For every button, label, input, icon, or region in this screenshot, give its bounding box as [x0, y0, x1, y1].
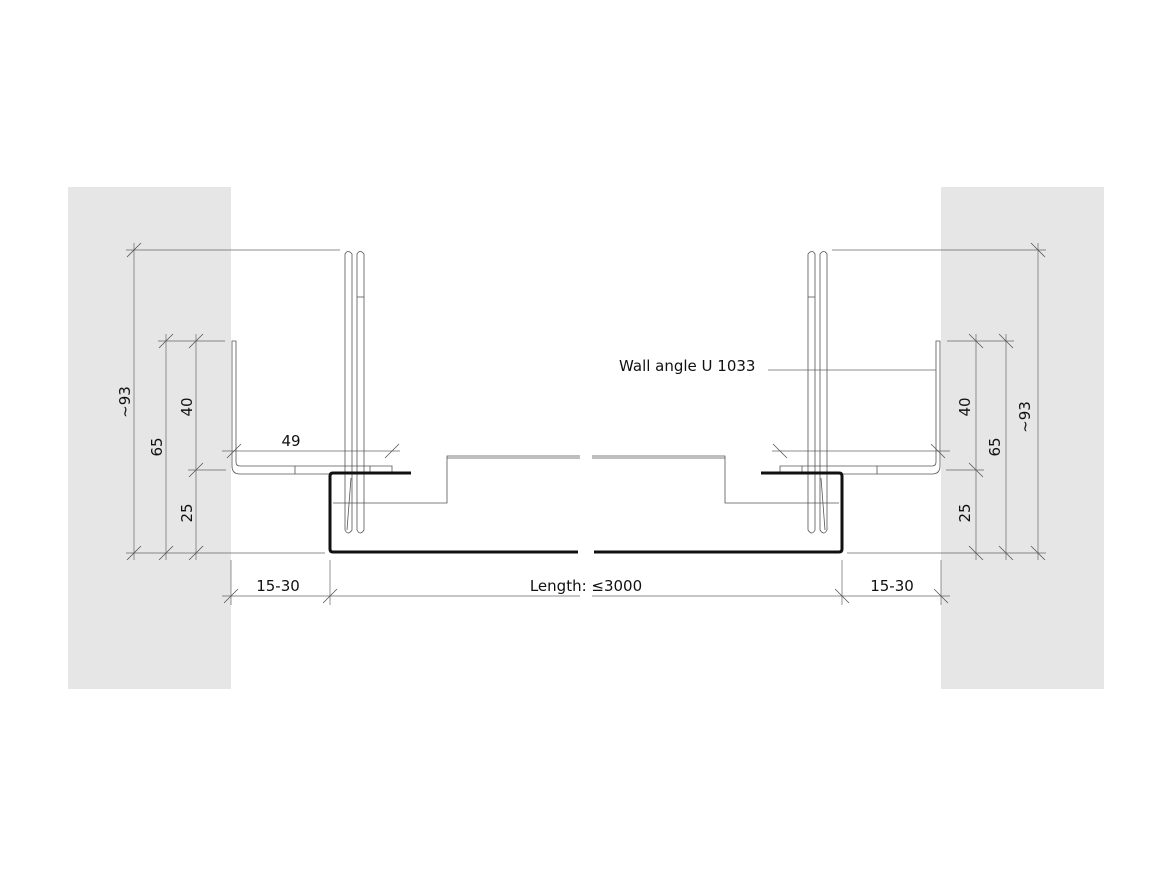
right-lower-label: 25 — [956, 503, 974, 522]
gap-left-label: 15-30 — [256, 577, 300, 595]
gap-right-label: 15-30 — [870, 577, 914, 595]
right-upper-label: 40 — [956, 397, 974, 416]
length-label: Length: ≤3000 — [530, 577, 642, 595]
right-height-label: 65 — [986, 437, 1004, 456]
left-lower-label: 25 — [178, 503, 196, 522]
left-height-label: 65 — [148, 437, 166, 456]
left-total-label: ~93 — [116, 386, 134, 418]
flange-width-label: 49 — [281, 432, 300, 450]
right-total-label: ~93 — [1016, 401, 1034, 433]
wall-angle-label: Wall angle U 1033 — [619, 357, 755, 375]
left-upper-label: 40 — [178, 397, 196, 416]
left-assembly — [68, 187, 580, 689]
right-assembly — [592, 187, 1104, 689]
